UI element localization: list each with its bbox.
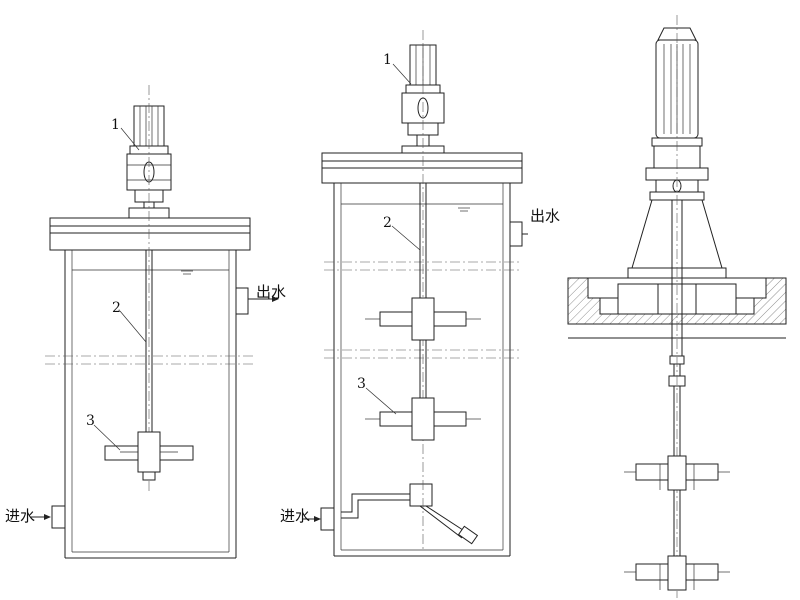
- left-impeller-blade: [104, 445, 139, 461]
- leader-1-left: [120, 127, 140, 151]
- label-part-3-left: 3: [86, 413, 95, 429]
- label-part-1-middle: 1: [383, 52, 392, 68]
- label-part-1-left: 1: [111, 117, 120, 133]
- leader-1-middle: [392, 63, 412, 85]
- label-outlet-left: 出水: [256, 283, 287, 301]
- label-part-3-middle: 3: [357, 376, 366, 392]
- middle-inlet-nozzle: [320, 507, 335, 531]
- middle-impeller-upper-hub: [411, 297, 435, 341]
- label-part-2-middle: 2: [383, 215, 392, 231]
- leader-2-middle: [391, 225, 421, 251]
- leader-3-left: [93, 424, 121, 451]
- left-inlet-nozzle: [51, 505, 66, 529]
- middle-impeller-lower-hub: [411, 397, 435, 441]
- right-impeller-lower-hub: [667, 555, 687, 591]
- middle-tank: [303, 30, 528, 557]
- right-impeller-upper-hub: [667, 455, 687, 491]
- left-impeller-hub: [137, 431, 161, 473]
- left-tank: [30, 85, 279, 559]
- label-part-2-left: 2: [112, 300, 121, 316]
- leader-3-middle: [365, 387, 397, 415]
- middle-outlet-nozzle: [509, 221, 523, 247]
- label-outlet-middle: 出水: [530, 207, 561, 225]
- label-inlet-middle: 进水: [280, 507, 311, 525]
- middle-distributor: [409, 483, 433, 507]
- left-tank-cover: [49, 217, 251, 251]
- leader-2-left: [119, 310, 147, 343]
- right-mixer: [567, 15, 787, 598]
- left-outlet-nozzle: [235, 287, 249, 315]
- label-inlet-left: 进水: [5, 507, 36, 525]
